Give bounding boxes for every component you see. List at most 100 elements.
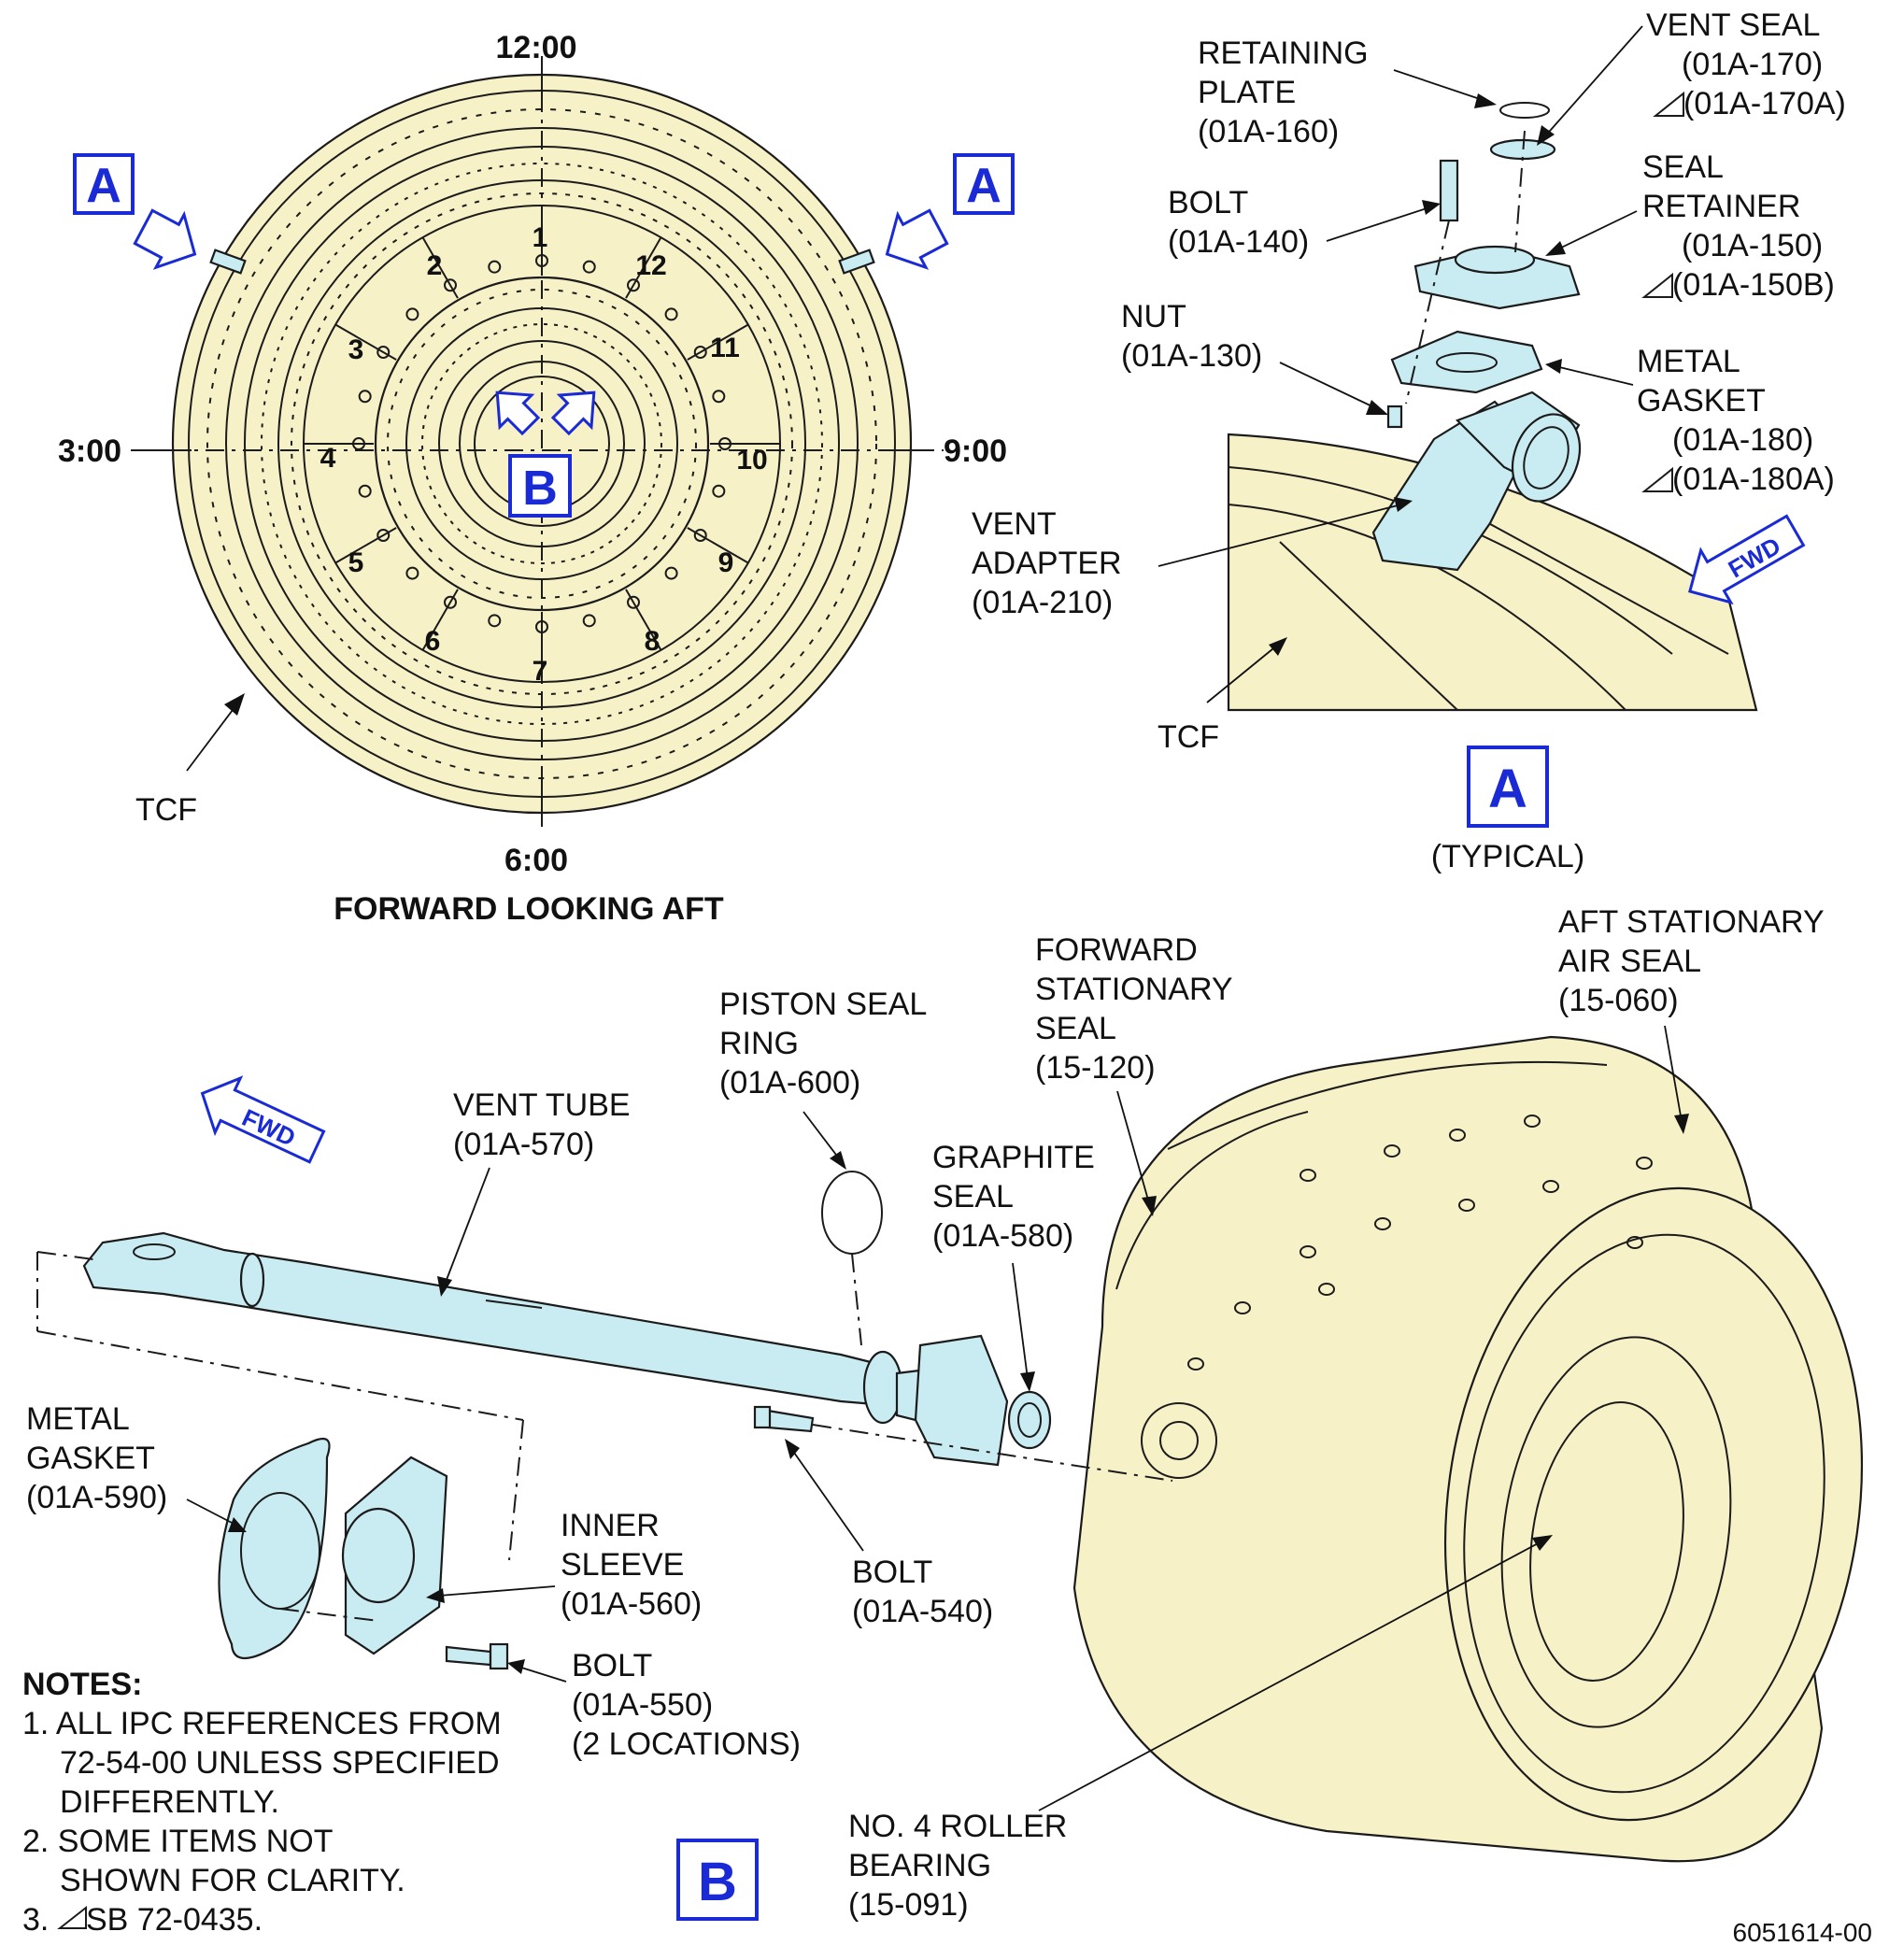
vane-number-6: 6	[425, 626, 441, 657]
vane-strut	[421, 589, 459, 651]
leader-seal-retainer	[1555, 210, 1638, 251]
tcf-front-view	[131, 56, 944, 827]
leader-nut	[1279, 362, 1379, 410]
vane-strut	[687, 527, 749, 564]
fwd-arrow-detail-a: FWD	[1688, 514, 1806, 605]
notes-heading: NOTES:	[22, 1667, 142, 1702]
housing-hole	[1458, 1199, 1475, 1212]
callout-metal-gasket-a-l3: (01A-180)	[1672, 422, 1813, 458]
vane-number-1: 1	[533, 222, 548, 253]
arrow-retaining-plate	[1474, 93, 1497, 108]
callout-bolt-550-l3: (2 LOCATIONS)	[572, 1726, 801, 1762]
flange-bolt-hole	[405, 566, 419, 580]
housing-hole	[1542, 1180, 1559, 1193]
callout-metal-gasket-a-l1: METAL	[1637, 344, 1740, 379]
view-ref-b-detail: B	[676, 1839, 759, 1921]
note3-mark-vent-seal	[1653, 91, 1684, 117]
callout-graphite-seal-l2: SEAL	[932, 1179, 1014, 1214]
arrow-graphite-seal	[1020, 1371, 1035, 1392]
arrow-bolt-a	[1422, 200, 1441, 215]
vane-strut	[625, 589, 662, 651]
leader-aft-air-seal	[1664, 1025, 1683, 1122]
callout-aft-air-seal-l2: AIR SEAL	[1558, 944, 1701, 979]
flange-bolt-hole	[444, 278, 457, 292]
arrow-nut	[1366, 400, 1388, 415]
tcf-arrowhead	[224, 693, 245, 716]
callout-inner-sleeve-l2: SLEEVE	[561, 1547, 684, 1583]
flange-bolt-hole	[693, 346, 707, 359]
callout-roller-bearing-l1: NO. 4 ROLLER	[848, 1809, 1067, 1844]
flange-bolt-hole	[718, 437, 731, 450]
clock-3: 3:00	[58, 433, 121, 469]
fwd-arrow-detail-b: FWD	[200, 1075, 326, 1164]
arrow-piston-seal	[830, 1151, 846, 1170]
view-caption: FORWARD LOOKING AFT	[334, 891, 724, 927]
callout-fwd-stationary-seal-l3: SEAL	[1035, 1011, 1116, 1046]
view-ref-a-left[interactable]: A	[73, 153, 135, 215]
callout-metal-gasket-b-l3: (01A-590)	[26, 1480, 167, 1515]
vane-number-5: 5	[348, 547, 364, 578]
note3-mark-metal-gasket-a	[1641, 466, 1673, 492]
leader-vent-tube	[444, 1167, 490, 1285]
flange-bolt-hole	[376, 346, 391, 359]
callout-bolt-550-l1: BOLT	[572, 1648, 652, 1683]
callout-seal-retainer-l2: RETAINER	[1642, 189, 1800, 224]
vane-number-9: 9	[718, 547, 734, 578]
callout-fwd-stationary-seal-l2: STATIONARY	[1035, 972, 1233, 1007]
leader-retaining-plate	[1393, 69, 1486, 102]
callout-vent-tube-l1: VENT TUBE	[453, 1087, 631, 1123]
vent-pin-left	[209, 249, 247, 275]
flange-bolt-hole	[405, 307, 419, 321]
callout-vent-tube-l2: (01A-570)	[453, 1127, 594, 1162]
leader-vent-adapter	[1158, 504, 1402, 567]
callout-retaining-plate-l2: PLATE	[1198, 75, 1296, 110]
arrow-aft-air-seal	[1674, 1114, 1689, 1134]
view-arrow-a-left	[133, 208, 197, 270]
arrow-inner-sleeve	[426, 1588, 445, 1603]
flange-bolt-hole	[712, 390, 726, 404]
svg-text:B: B	[698, 1852, 737, 1912]
arrow-bolt-540	[785, 1439, 800, 1459]
leader-roller-bearing	[1038, 1541, 1542, 1811]
housing-hole	[1318, 1283, 1335, 1296]
vane-number-8: 8	[645, 626, 660, 657]
clock-9: 9:00	[944, 433, 1007, 469]
tcf-leader	[186, 702, 239, 772]
callout-inner-sleeve-l1: INNER	[561, 1508, 660, 1543]
callout-metal-gasket-b-l1: METAL	[26, 1401, 130, 1437]
leader-inner-sleeve	[438, 1585, 556, 1597]
note-1-l2: 72-54-00 UNLESS SPECIFIED	[60, 1745, 500, 1781]
flange-bolt-hole	[488, 614, 502, 628]
svg-text:A: A	[966, 159, 1001, 213]
callout-seal-retainer-l3: (01A-150)	[1682, 228, 1823, 263]
leader-bolt-a	[1326, 206, 1430, 242]
callout-vent-seal-l2: (01A-170)	[1682, 47, 1823, 82]
view-ref-a-right[interactable]: A	[953, 153, 1015, 215]
callout-piston-seal-l2: RING	[719, 1026, 799, 1061]
leader-graphite-seal	[1012, 1262, 1029, 1380]
vane-number-2: 2	[427, 250, 443, 281]
leader-vent-seal	[1542, 25, 1643, 139]
callout-fwd-stationary-seal-l4: (15-120)	[1035, 1050, 1156, 1086]
svg-text:A: A	[86, 159, 121, 213]
leader-tcf-a	[1206, 644, 1279, 703]
callout-nut-l1: NUT	[1121, 299, 1186, 334]
arrow-fwd-stationary-seal	[1142, 1196, 1157, 1216]
vane-strut	[421, 236, 459, 299]
view-arrow-b-left	[495, 391, 541, 436]
view-ref-a-detail: A	[1467, 746, 1549, 828]
leader-piston-seal	[802, 1111, 840, 1159]
tcf-label: TCF	[135, 792, 197, 828]
callout-retaining-plate-l1: RETAINING	[1198, 36, 1369, 71]
callout-metal-gasket-b-l2: GASKET	[26, 1441, 155, 1476]
flange-bolt-hole	[627, 595, 640, 609]
callout-roller-bearing-l2: BEARING	[848, 1848, 991, 1883]
callout-vent-seal-l1: VENT SEAL	[1646, 7, 1820, 43]
note-3-text: SB 72-0435.	[86, 1902, 263, 1938]
view-ref-b-center[interactable]: B	[508, 454, 572, 518]
view-arrow-b-right	[550, 391, 596, 436]
callout-nut-l2: (01A-130)	[1121, 338, 1262, 374]
flange-bolt-hole	[693, 529, 707, 542]
detail-a-typical: (TYPICAL)	[1431, 839, 1584, 874]
housing-holes	[1187, 1115, 1653, 1371]
